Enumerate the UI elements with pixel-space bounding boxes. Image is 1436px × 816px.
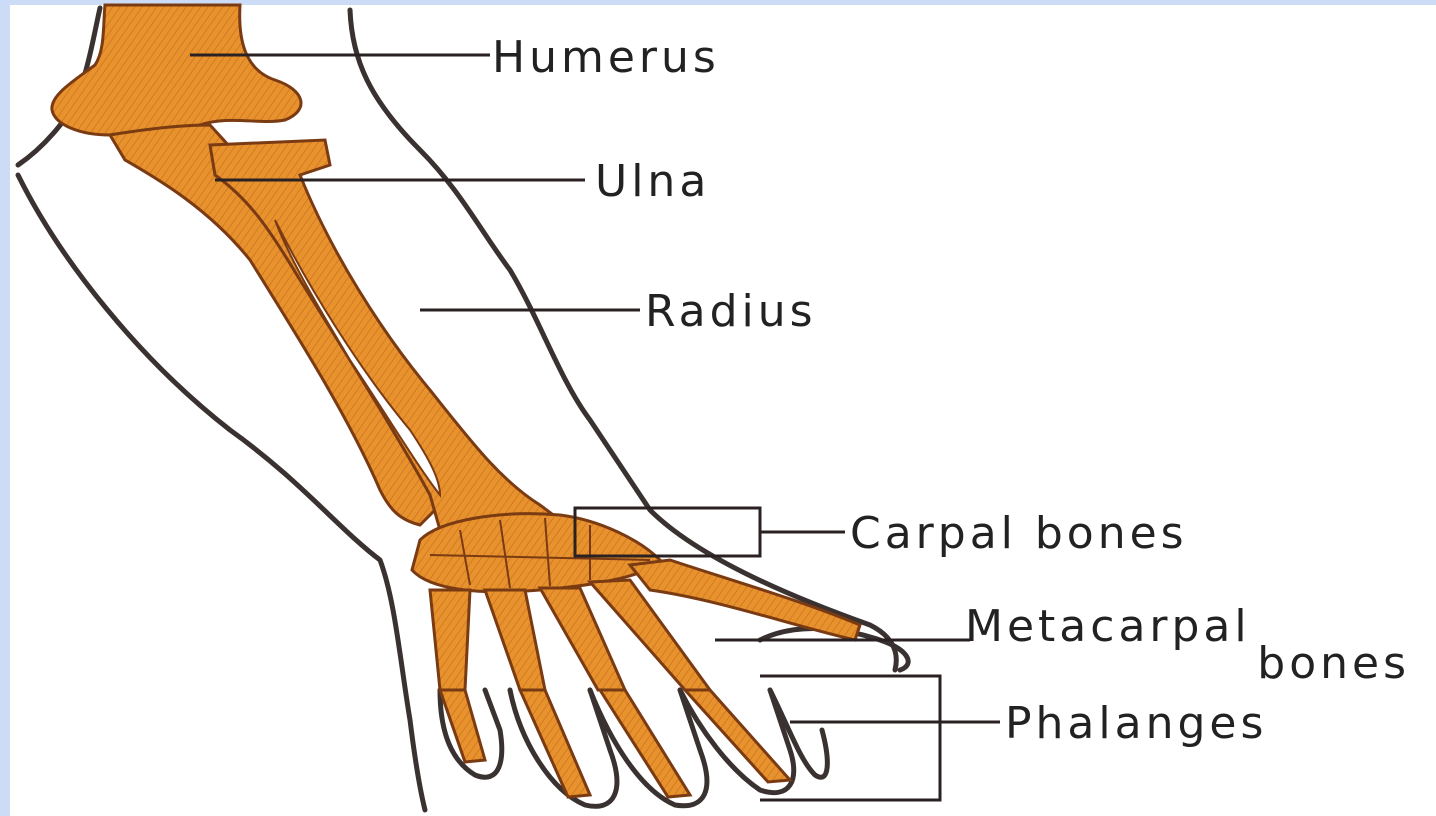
label-metacarpal-line2: bones <box>1160 642 1410 686</box>
humerus-bone <box>52 5 301 135</box>
label-radius: Radius <box>645 290 817 334</box>
label-phalanges: Phalanges <box>1005 702 1267 746</box>
arm-outline-left-lower <box>18 175 425 810</box>
finger-outline-5 <box>770 690 827 777</box>
label-ulna: Ulna <box>595 160 710 204</box>
label-carpal-bones: Carpal bones <box>850 512 1188 556</box>
label-humerus: Humerus <box>492 36 720 80</box>
